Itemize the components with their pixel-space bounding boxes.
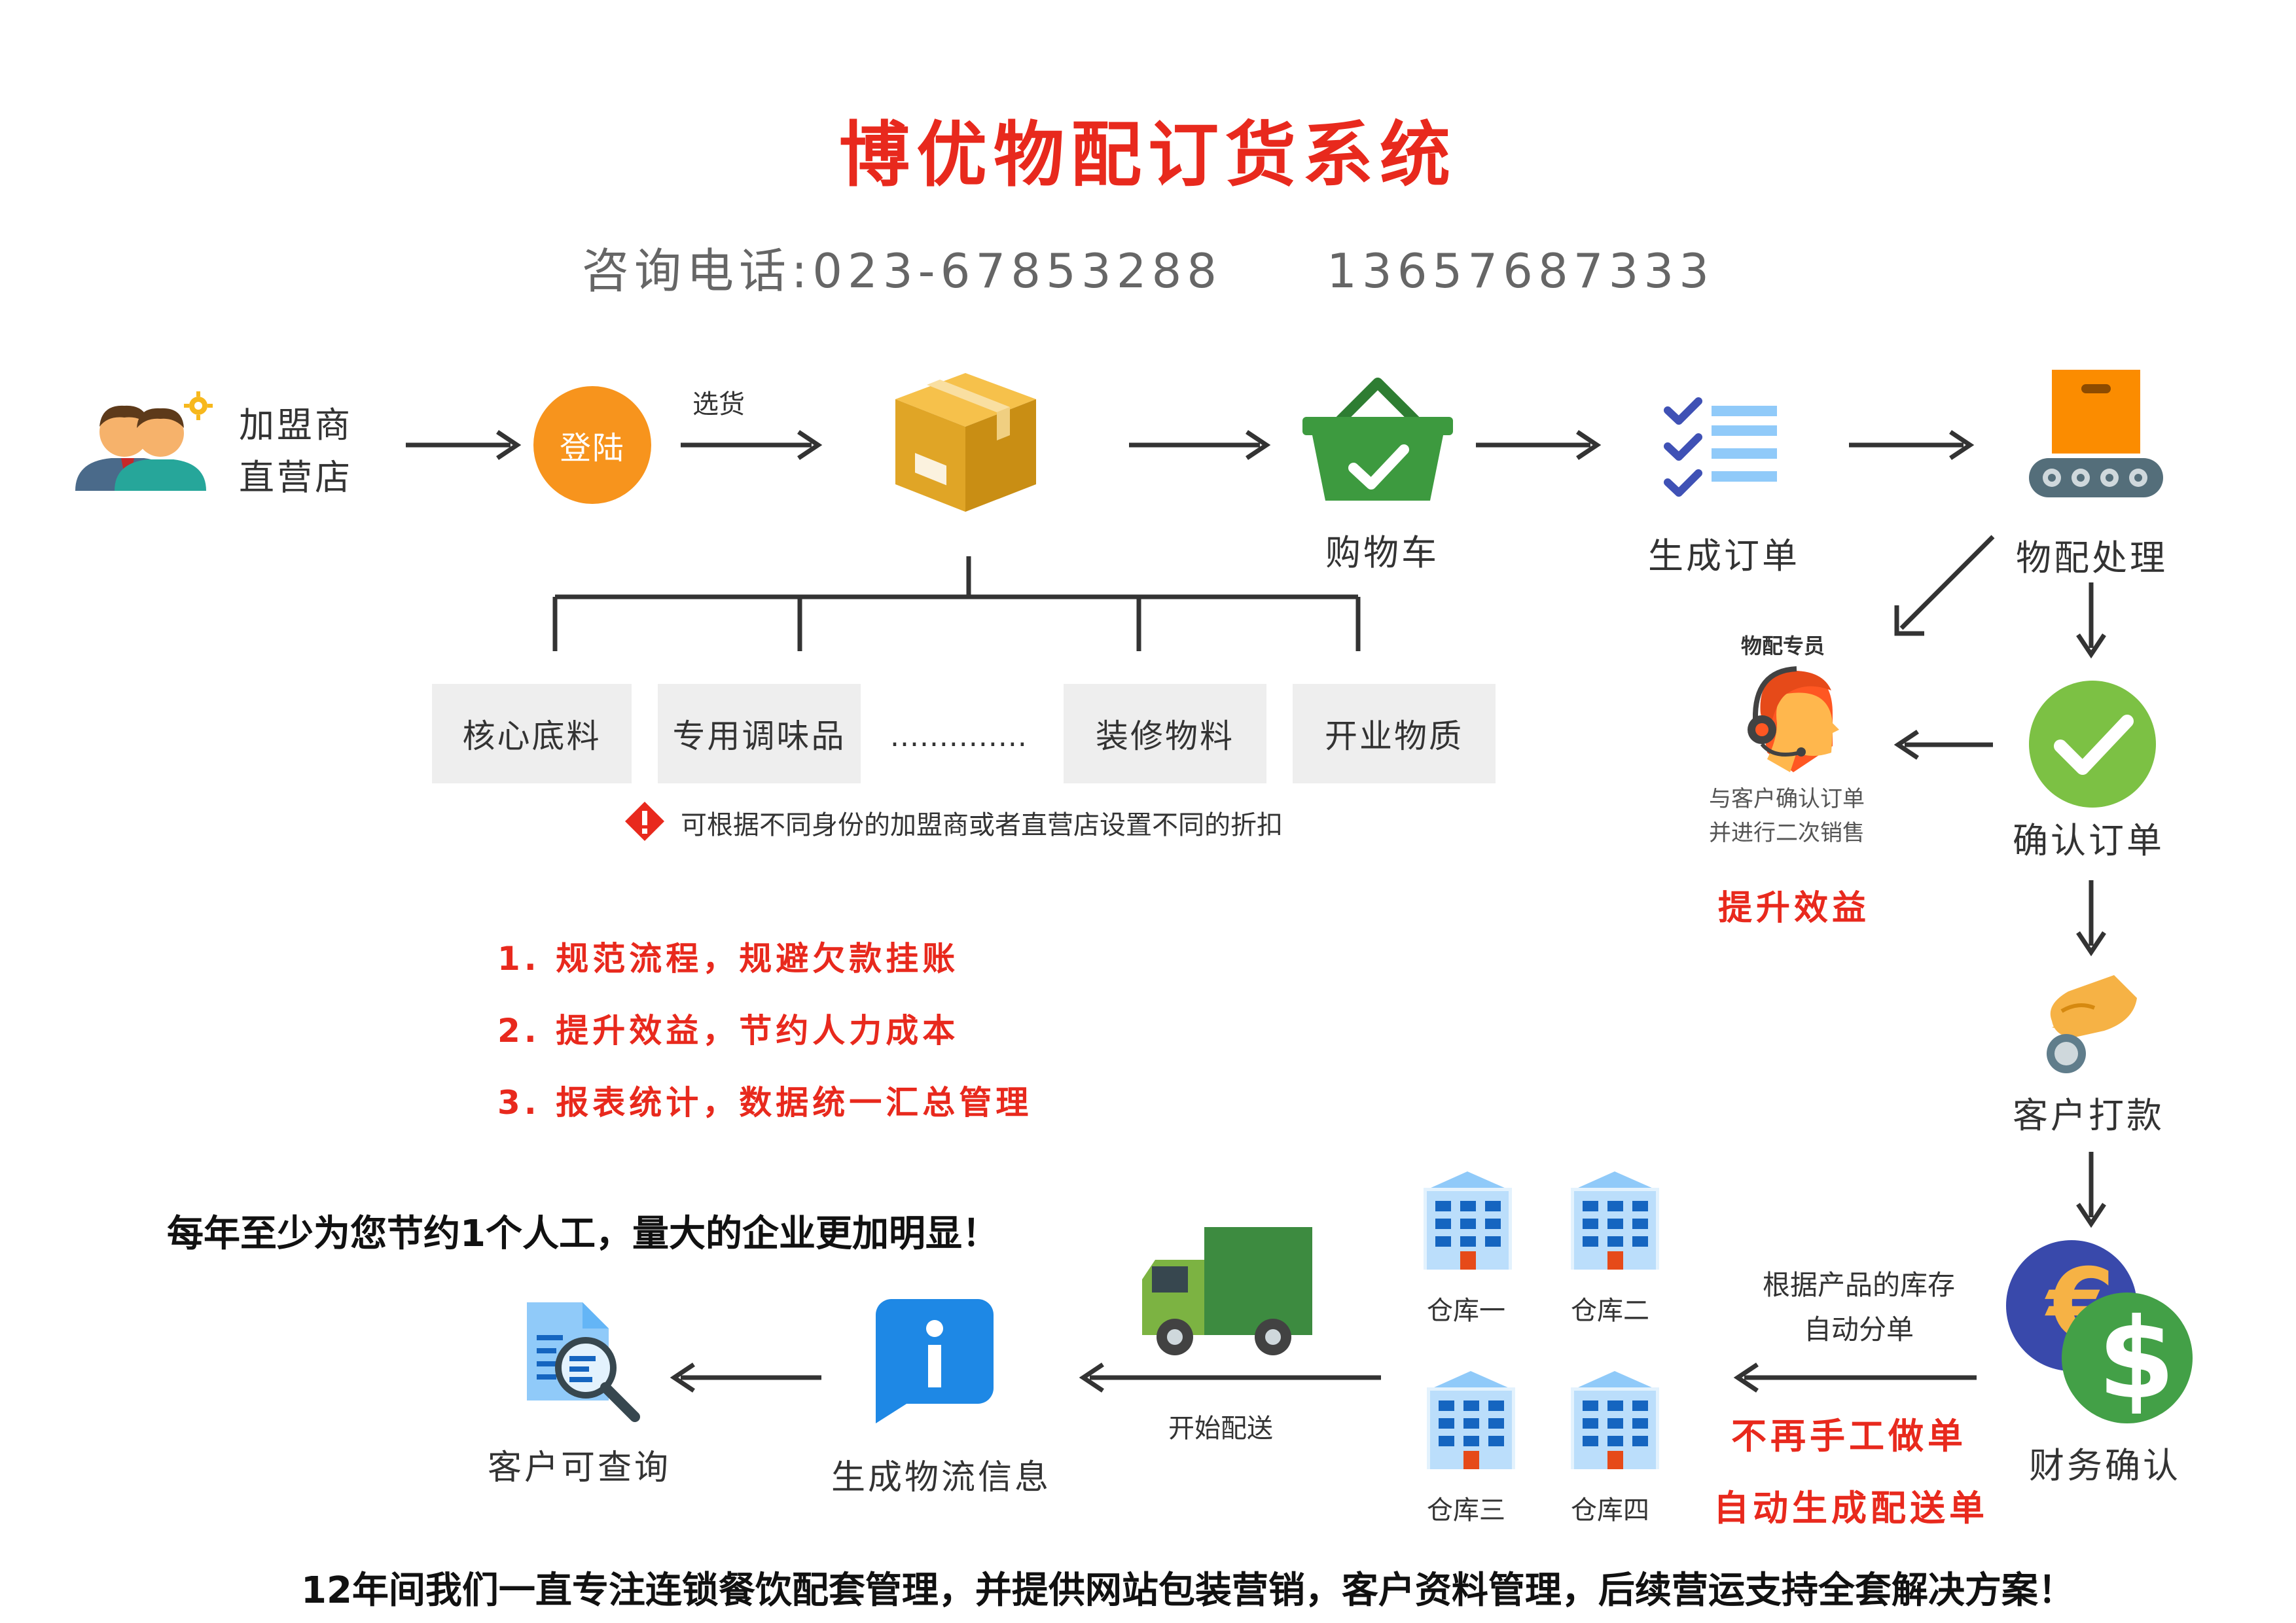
franchise-label-2: 直营店 xyxy=(239,457,353,498)
category-seasoning: 专用调味品 xyxy=(658,684,861,783)
two-people-icon xyxy=(75,391,213,491)
customer-query-label: 客户可查询 xyxy=(488,1448,672,1488)
confirm-order-label: 确认订单 xyxy=(2013,820,2164,861)
office-building-icon xyxy=(1571,1171,1659,1270)
headset-operator-icon xyxy=(1748,666,1839,772)
category-opening: 开业物质 xyxy=(1293,684,1496,783)
logistics-specialist-label: 物配专员 xyxy=(1741,633,1825,658)
start-delivery-label: 开始配送 xyxy=(1168,1414,1273,1444)
office-building-icon xyxy=(1424,1171,1512,1270)
category-core: 核心底料 xyxy=(432,684,632,783)
auto-split-text: 根据产品的库存 自动分单 xyxy=(1728,1263,1990,1352)
arrow-processing-specialist xyxy=(1899,535,1995,630)
categories-ellipsis: .............. xyxy=(890,720,1028,753)
improve-benefit-label: 提升效益 xyxy=(1718,889,1871,928)
benefit-1: 1. 规范流程，规避欠款挂账 xyxy=(497,940,960,978)
franchise-label-1: 加盟商 xyxy=(239,404,353,446)
cart-label: 购物车 xyxy=(1325,532,1439,573)
benefit-2: 2. 提升效益，节约人力成本 xyxy=(497,1012,960,1050)
specialist-desc-line-2: 并进行二次销售 xyxy=(1709,820,1865,846)
auto-delivery-label: 自动生成配送单 xyxy=(1713,1488,1988,1529)
package-box-icon xyxy=(895,373,1036,512)
page-title: 博优物配订货系统 xyxy=(838,115,1457,196)
warehouse-1-label: 仓库一 xyxy=(1427,1296,1505,1326)
category-decoration-label: 装修物料 xyxy=(1096,717,1234,755)
slogan: 每年至少为您节约1个人工，量大的企业更加明显！ xyxy=(167,1213,999,1255)
category-seasoning-label: 专用调味品 xyxy=(672,717,846,755)
warehouse-4-label: 仓库四 xyxy=(1571,1495,1649,1525)
category-core-label: 核心底料 xyxy=(462,717,601,755)
generate-order-label: 生成订单 xyxy=(1648,535,1800,577)
svg-text:$: $ xyxy=(2098,1294,2175,1424)
login-button[interactable]: 登陆 xyxy=(533,386,651,504)
warehouse-2-label: 仓库二 xyxy=(1571,1296,1649,1326)
select-goods-label: 选货 xyxy=(692,389,745,419)
warehouse-3-label: 仓库三 xyxy=(1427,1495,1505,1525)
delivery-truck-icon xyxy=(1142,1227,1312,1355)
office-building-icon xyxy=(1571,1371,1659,1469)
shopping-basket-icon xyxy=(1302,378,1453,501)
document-search-icon xyxy=(527,1302,640,1422)
logistics-info-label: 生成物流信息 xyxy=(831,1458,1052,1497)
checkmark-circle-icon xyxy=(2029,681,2156,808)
benefit-3: 3. 报表统计，数据统一汇总管理 xyxy=(497,1084,1033,1122)
login-label: 登陆 xyxy=(559,430,625,467)
hand-coin-icon xyxy=(2047,975,2137,1073)
category-opening-label: 开业物质 xyxy=(1325,717,1463,755)
finance-confirm-label: 财务确认 xyxy=(2029,1445,2181,1486)
office-building-icon xyxy=(1427,1371,1515,1469)
auto-split-line-1: 根据产品的库存 xyxy=(1762,1269,1955,1301)
logistics-processing-label: 物配处理 xyxy=(2016,537,2168,579)
footer-text: 12年间我们一直专注连锁餐饮配套管理，并提供网站包装营销，客户资料管理，后续营运… xyxy=(301,1569,2075,1612)
conveyor-box-icon xyxy=(2029,370,2163,497)
info-bubble-icon xyxy=(876,1299,994,1423)
warning-diamond-icon xyxy=(625,802,664,841)
specialist-desc: 与客户确认订单 并进行二次销售 xyxy=(1676,782,1898,850)
no-manual-label: 不再手工做单 xyxy=(1731,1416,1967,1457)
checklist-icon xyxy=(1664,397,1777,497)
category-decoration: 装修物料 xyxy=(1064,684,1266,783)
discount-note: 可根据不同身份的加盟商或者直营店设置不同的折扣 xyxy=(681,810,1283,840)
euro-dollar-coins-icon: € $ xyxy=(2006,1240,2193,1424)
specialist-desc-line-1: 与客户确认订单 xyxy=(1709,786,1865,812)
phone-line: 咨询电话:023-67853288 13657687333 xyxy=(581,243,1715,298)
customer-payment-label: 客户打款 xyxy=(2013,1095,2164,1136)
auto-split-line-2: 自动分单 xyxy=(1803,1313,1914,1346)
